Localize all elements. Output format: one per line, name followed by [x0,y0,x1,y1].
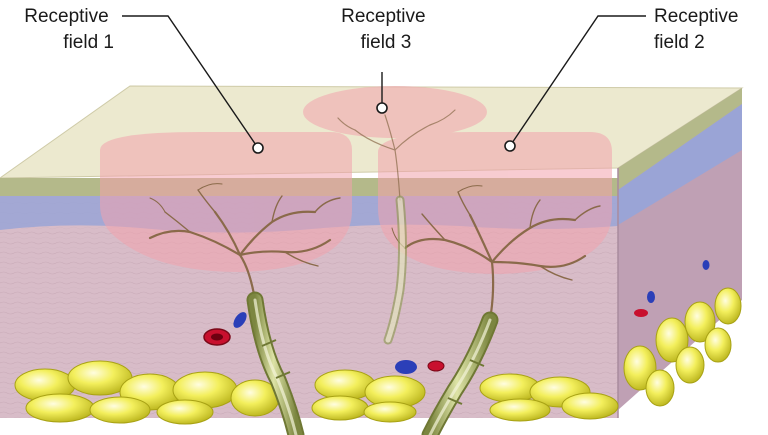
receptive-field-3-zone [303,86,487,138]
leader-lines [122,15,646,149]
marker-dot-icon [252,142,264,154]
receptive-field-2-zone [378,132,612,274]
side-epidermis [618,88,742,190]
nerve-fiber-field-2 [421,311,499,435]
nerve-fibers [246,195,499,435]
vessel-blue [395,360,417,374]
vessel-blue [233,312,247,328]
nerve-branch-field-3 [337,109,456,201]
vessel-red [427,360,445,372]
nerve-fiber-field-3 [383,195,407,345]
receptive-field-1-zone [100,132,352,272]
blood-vessels [203,260,710,374]
nerve-branch-field-1 [148,183,341,302]
vessel-blue [702,260,710,270]
leader-line-icon [122,15,259,149]
nerve-fiber-field-1 [246,291,305,435]
marker-dot-icon [376,102,388,114]
vessel-red [634,309,648,317]
nerve-branches [148,109,601,322]
side-dermis-blue [618,104,742,225]
leader-line-icon [509,15,646,147]
label-receptive-field-2: Receptive field 2 [654,6,744,53]
markers [252,102,516,154]
vessel-blue [647,291,655,303]
fat-layer [14,287,742,425]
label-receptive-field-1: Receptive field 1 [24,6,114,53]
label-receptive-field-3: Receptive field 3 [341,6,431,53]
marker-dot-icon [504,140,516,152]
